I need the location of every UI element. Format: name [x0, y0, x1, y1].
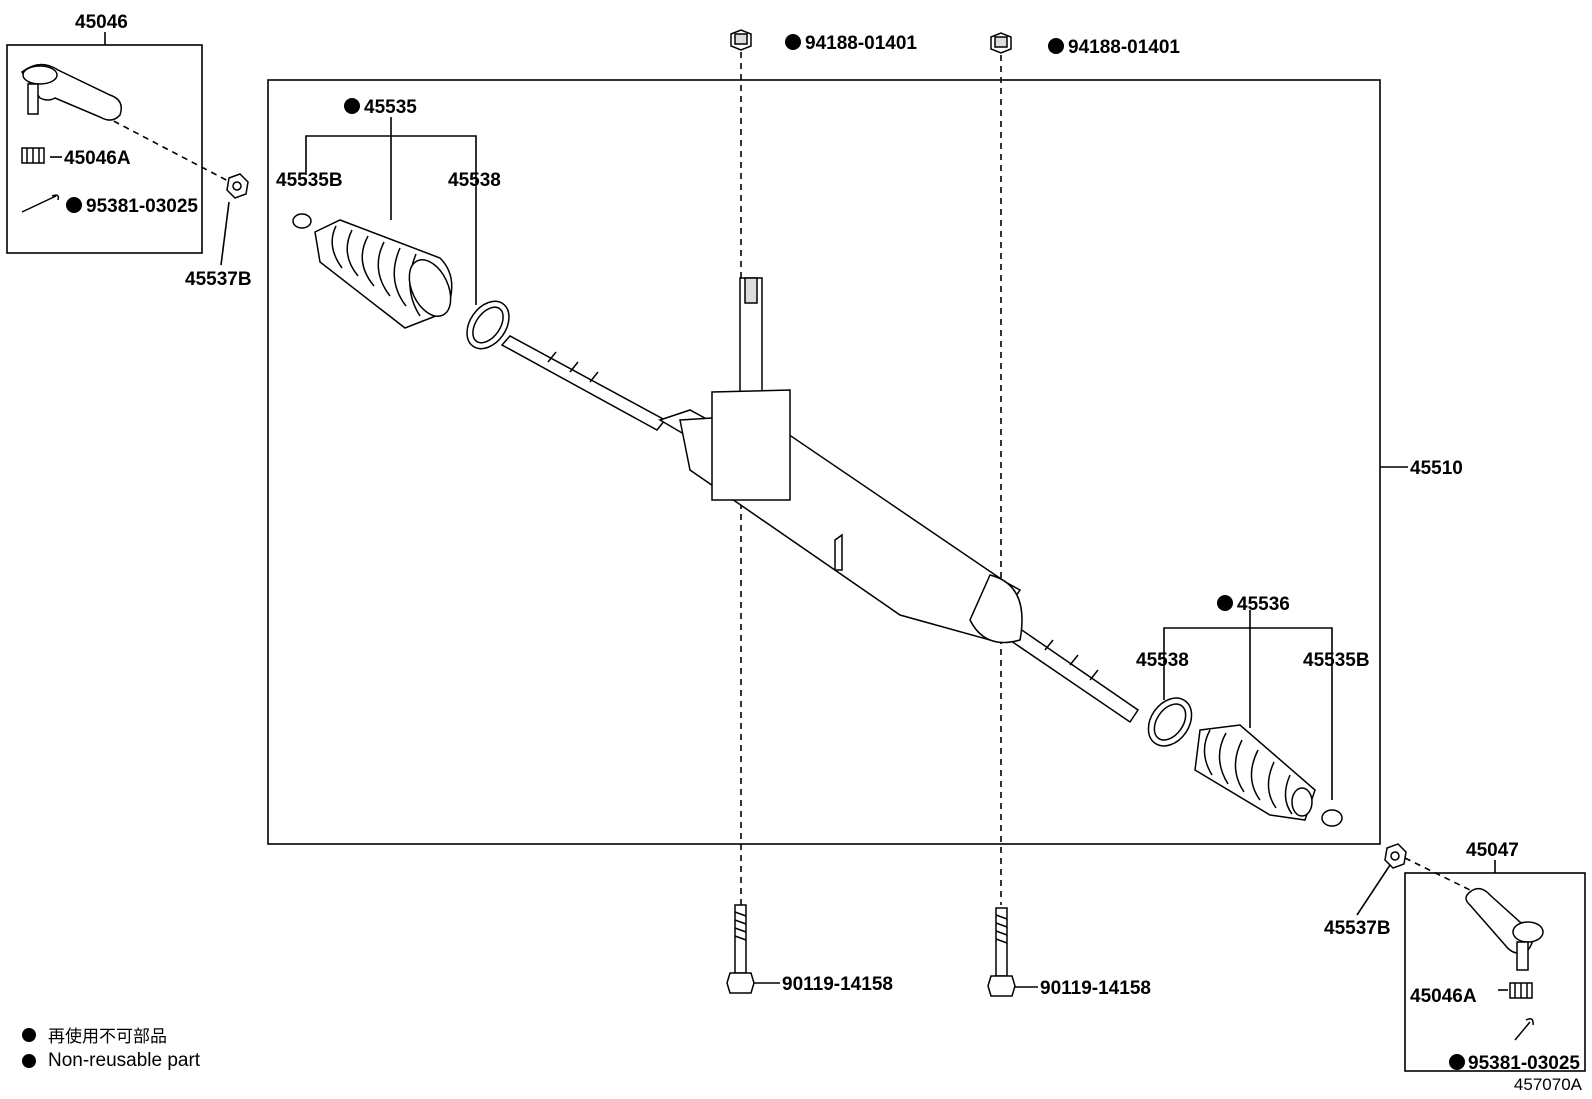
non-reusable-dot-icon [22, 1027, 36, 1042]
part-label-45535b-left: 45535B [276, 170, 343, 191]
legend-japanese-text: 再使用不可部品 [48, 1027, 167, 1047]
part-label-45510: 45510 [1410, 458, 1463, 479]
clip-icon [1321, 809, 1343, 827]
part-label-pin-left: 95381-03025 [86, 196, 198, 217]
non-reusable-dot-icon [22, 1054, 36, 1068]
bolt-icon [987, 907, 1016, 997]
legend-english-text: Non-reusable part [48, 1050, 201, 1071]
clamp-icon [466, 300, 510, 350]
castle-nut-icon [1509, 982, 1533, 999]
non-reusable-markers [66, 34, 1465, 1070]
steering-rack-assembly-icon [500, 277, 1140, 724]
part-label-45046a-left: 45046A [64, 148, 131, 169]
clip-icon [292, 213, 312, 229]
cotter-pin-icon [21, 194, 60, 213]
flange-nut-icon [730, 29, 752, 51]
cotter-pin-icon [1514, 1018, 1534, 1041]
part-label-45535: 45535 [364, 97, 417, 118]
left-bellows-boot-icon [314, 219, 453, 329]
castle-nut-icon [21, 147, 45, 164]
part-label-45538-right: 45538 [1136, 650, 1189, 671]
part-label-bolt-left: 90119-14158 [782, 974, 893, 995]
part-label-pin-right: 95381-03025 [1468, 1053, 1580, 1074]
part-label-45047: 45047 [1466, 840, 1519, 861]
part-label-45535b-right: 45535B [1303, 650, 1370, 671]
part-label-45046a-right: 45046A [1410, 986, 1477, 1007]
part-label-45536: 45536 [1237, 594, 1290, 615]
tie-rod-end-icon [1465, 887, 1544, 971]
bolt-icon [726, 904, 755, 994]
part-label-nut-top-right: 94188-01401 [1068, 37, 1180, 58]
clamp-icon [1147, 697, 1193, 747]
figure-id: 457070A [1513, 1075, 1582, 1094]
legend-english: Non-reusable part [22, 1050, 200, 1072]
part-label-45537b-left: 45537B [185, 269, 252, 290]
part-label-45537b-right: 45537B [1324, 918, 1391, 939]
flange-nut-icon [990, 32, 1012, 54]
legend-japanese: 再使用不可部品 [22, 1022, 167, 1047]
part-label-45046: 45046 [75, 12, 128, 33]
right-bellows-boot-icon [1194, 724, 1316, 821]
part-label-nut-top-left: 94188-01401 [805, 33, 917, 54]
lock-nut-icon [226, 173, 249, 199]
part-label-45538-left: 45538 [448, 170, 501, 191]
lock-nut-icon [1384, 843, 1407, 869]
main-assembly-frame [267, 79, 1381, 845]
tie-rod-end-icon [20, 63, 122, 121]
part-label-bolt-right: 90119-14158 [1040, 978, 1151, 999]
